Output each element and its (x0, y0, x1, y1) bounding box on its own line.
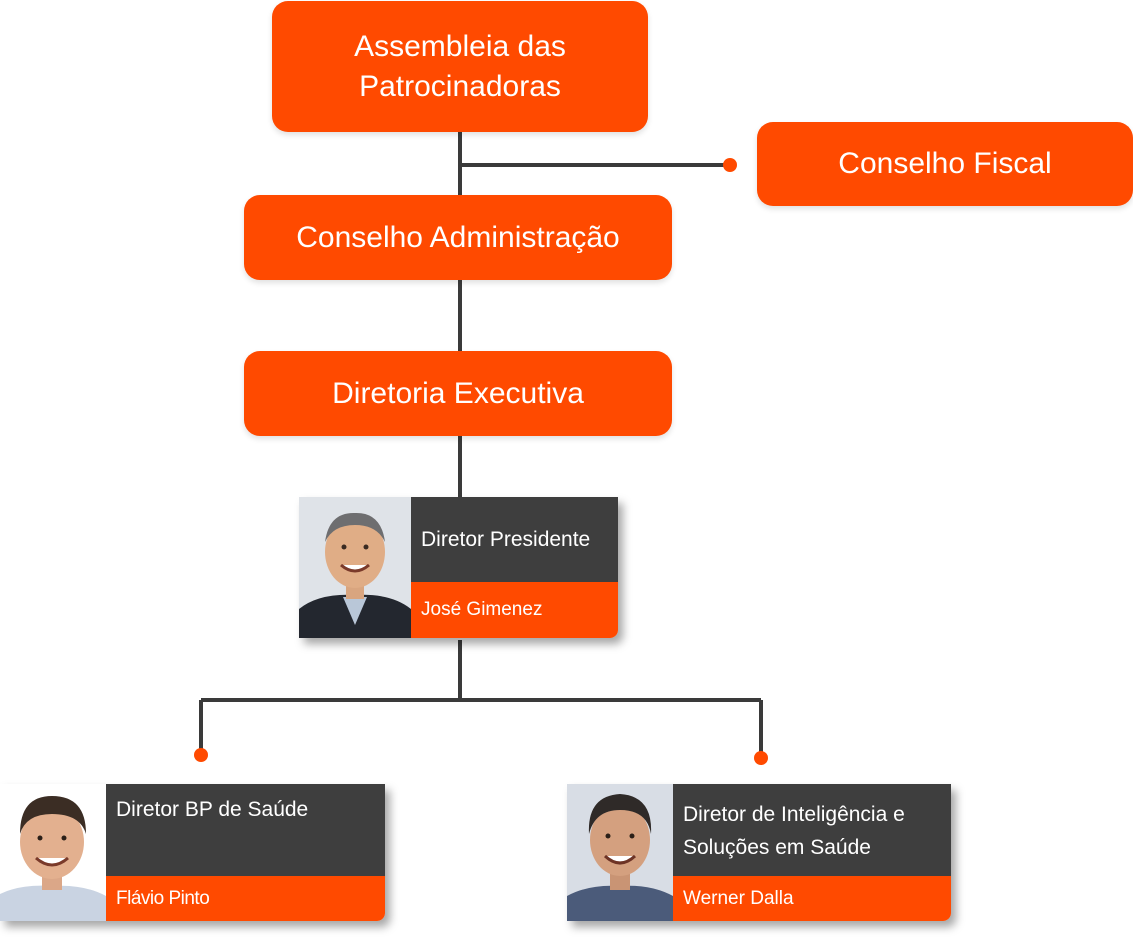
connector-dot-fiscal (723, 158, 737, 172)
node-diretoria-executiva: Diretoria Executiva (244, 351, 672, 436)
card-diretor-bp-saude: Diretor BP de Saúde Flávio Pinto (0, 784, 385, 921)
node-assembleia-line2: Patrocinadoras (359, 69, 561, 103)
connector-dot-left (194, 748, 208, 762)
card-name: Werner Dalla (673, 876, 951, 921)
node-conselho-administracao-label: Conselho Administração (296, 220, 620, 254)
node-conselho-administracao: Conselho Administração (244, 195, 672, 280)
card-role-text: Diretor Presidente (421, 527, 591, 551)
portrait-photo (567, 784, 673, 921)
node-assembleia-patrocinadoras: Assembleia das Patrocinadoras (272, 1, 648, 132)
card-name-text: José Gimenez (421, 599, 543, 620)
card-name-text: Flávio Pinto (116, 887, 210, 909)
card-role-line2: Soluções em Saúde (683, 836, 871, 859)
card-role: Diretor Presidente (411, 497, 618, 582)
card-name-text: Werner Dalla (683, 887, 794, 909)
node-conselho-fiscal: Conselho Fiscal (757, 122, 1133, 206)
card-role-text: Diretor BP de Saúde (116, 798, 309, 821)
connector-dot-right (754, 751, 768, 765)
card-name: Flávio Pinto (106, 876, 385, 921)
node-conselho-fiscal-label: Conselho Fiscal (838, 147, 1052, 180)
node-diretoria-executiva-label: Diretoria Executiva (332, 376, 584, 410)
portrait-photo (299, 497, 411, 638)
card-diretor-presidente: Diretor Presidente José Gimenez (299, 497, 618, 638)
card-role-line1: Diretor de Inteligência e (683, 803, 905, 826)
card-name: José Gimenez (411, 582, 618, 638)
card-diretor-inteligencia: Diretor de Inteligência e Soluções em Sa… (567, 784, 951, 921)
node-assembleia-line1: Assembleia das (354, 29, 566, 63)
card-role: Diretor BP de Saúde (106, 784, 385, 876)
portrait-photo (0, 784, 106, 921)
card-role: Diretor de Inteligência e Soluções em Sa… (673, 784, 951, 876)
